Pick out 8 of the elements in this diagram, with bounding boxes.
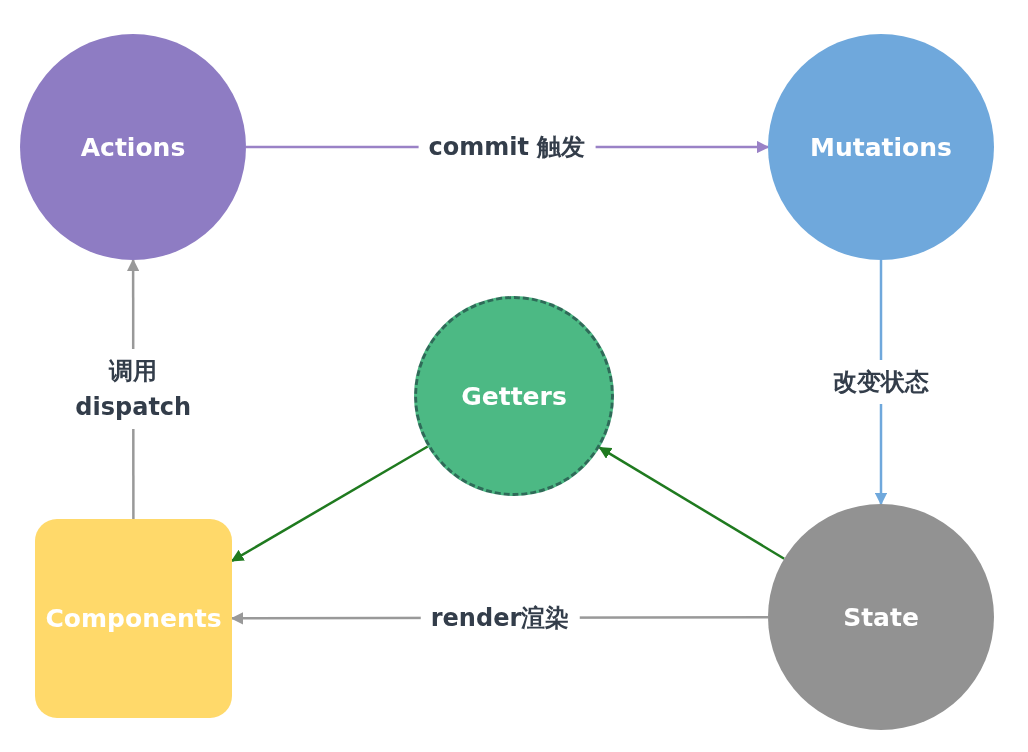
- rounded-box: [35, 519, 232, 718]
- node-label: Mutations: [810, 132, 952, 162]
- node-label: State: [843, 602, 919, 632]
- node-label: Actions: [80, 132, 186, 162]
- node-label: Getters: [461, 381, 567, 411]
- node-label: Components: [45, 604, 222, 633]
- arrow: [230, 445, 429, 562]
- arrow: [598, 446, 785, 560]
